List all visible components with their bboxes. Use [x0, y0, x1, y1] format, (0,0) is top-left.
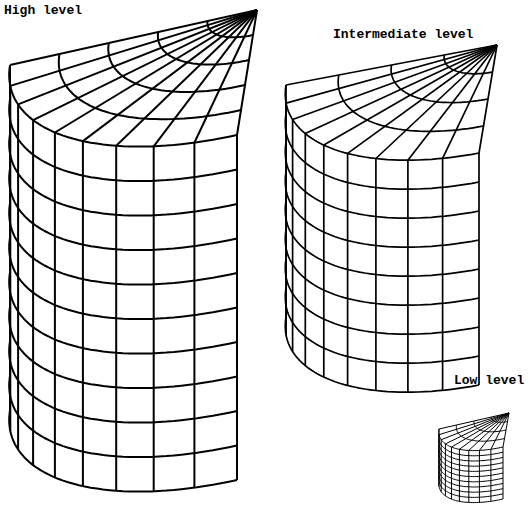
mesh-ring-line [59, 54, 241, 119]
mesh-radial-line [194, 10, 257, 143]
mesh-radial-line [154, 10, 257, 146]
mesh-row-line [285, 230, 479, 305]
mesh-radial-line [376, 45, 497, 159]
mesh-radial-line [83, 10, 257, 141]
mesh-row-line [9, 307, 237, 389]
mesh-row-line [285, 288, 479, 363]
mesh-row-line [439, 434, 503, 456]
mesh-radial-line [324, 45, 497, 145]
mesh-row-line [9, 134, 237, 216]
mesh-row-line [9, 272, 237, 354]
mesh-row-line [285, 201, 479, 276]
mesh-ring-line [439, 429, 503, 451]
mesh-row-line [285, 259, 479, 334]
mesh-row-line [439, 439, 503, 461]
mesh-radial-line [116, 10, 257, 146]
mesh-ring-line [456, 425, 504, 441]
mesh-row-line [285, 317, 479, 392]
mesh-row-line [439, 465, 503, 487]
mesh-ring-line [158, 32, 249, 65]
mesh-ring-line [285, 85, 479, 160]
mesh-row-line [439, 481, 503, 503]
level-label: Low level [454, 374, 524, 388]
mesh-ring-line [474, 421, 506, 432]
mesh-radial-line [55, 10, 257, 133]
mesh-radial-line [439, 413, 509, 435]
mesh-row-line [9, 238, 237, 320]
mesh-row-line [9, 410, 237, 492]
mesh-ring-line [9, 65, 237, 147]
mesh-ring-line [108, 43, 245, 92]
mesh-ring-line [338, 75, 483, 131]
mesh-radial-line [33, 10, 257, 120]
mesh-radial-line [237, 10, 257, 135]
mesh-radial-line [469, 413, 509, 450]
mesh-row-line [285, 172, 479, 247]
mesh-row-line [9, 169, 237, 251]
mesh-ring-line [207, 21, 253, 37]
mesh-row-line [9, 341, 237, 423]
mesh-row-line [9, 100, 237, 182]
mesh-radial-line [305, 45, 497, 134]
mesh-ring-line [444, 55, 492, 74]
mesh-row-line [439, 450, 503, 472]
level-label: Intermediate level [333, 28, 473, 42]
mesh-radial-line [10, 10, 257, 86]
mesh-row-line [9, 376, 237, 458]
mesh-ring-line [491, 417, 507, 422]
mesh-row-line [439, 445, 503, 467]
mesh-radial-line [445, 413, 509, 444]
level-label: High level [4, 4, 82, 18]
mesh-row-line [285, 143, 479, 218]
mesh-row-line [439, 476, 503, 498]
mesh-ring-line [391, 65, 488, 103]
mesh-row-line [285, 114, 479, 189]
mesh-row-line [439, 455, 503, 477]
mesh-row-line [9, 203, 237, 285]
mesh-radial-line [348, 45, 497, 153]
mesh-row-line [439, 460, 503, 482]
mesh-row-line [439, 471, 503, 493]
